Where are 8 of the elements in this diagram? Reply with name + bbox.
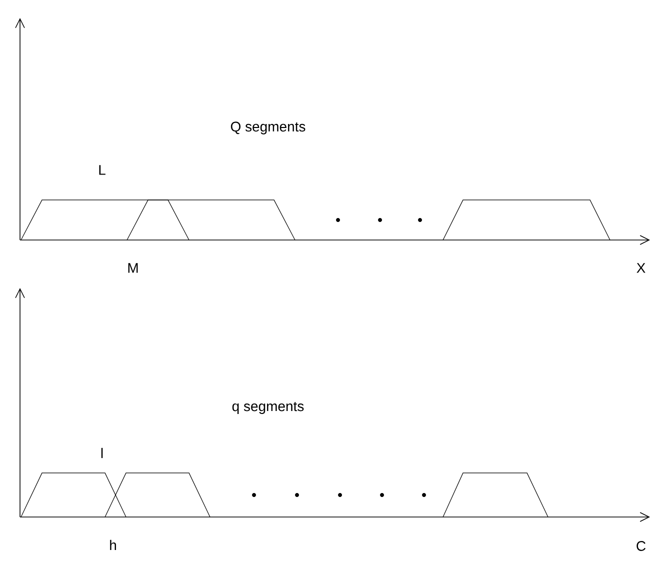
axis-label: C [636,541,646,551]
axis-label: l [101,448,103,458]
axis-label: h [110,540,116,550]
axis-label: M [128,263,138,273]
axis-label: L [99,165,106,175]
axis-label: Q segments [230,122,306,134]
axis-label: q segments [232,402,304,414]
axis-label: X [636,263,646,273]
